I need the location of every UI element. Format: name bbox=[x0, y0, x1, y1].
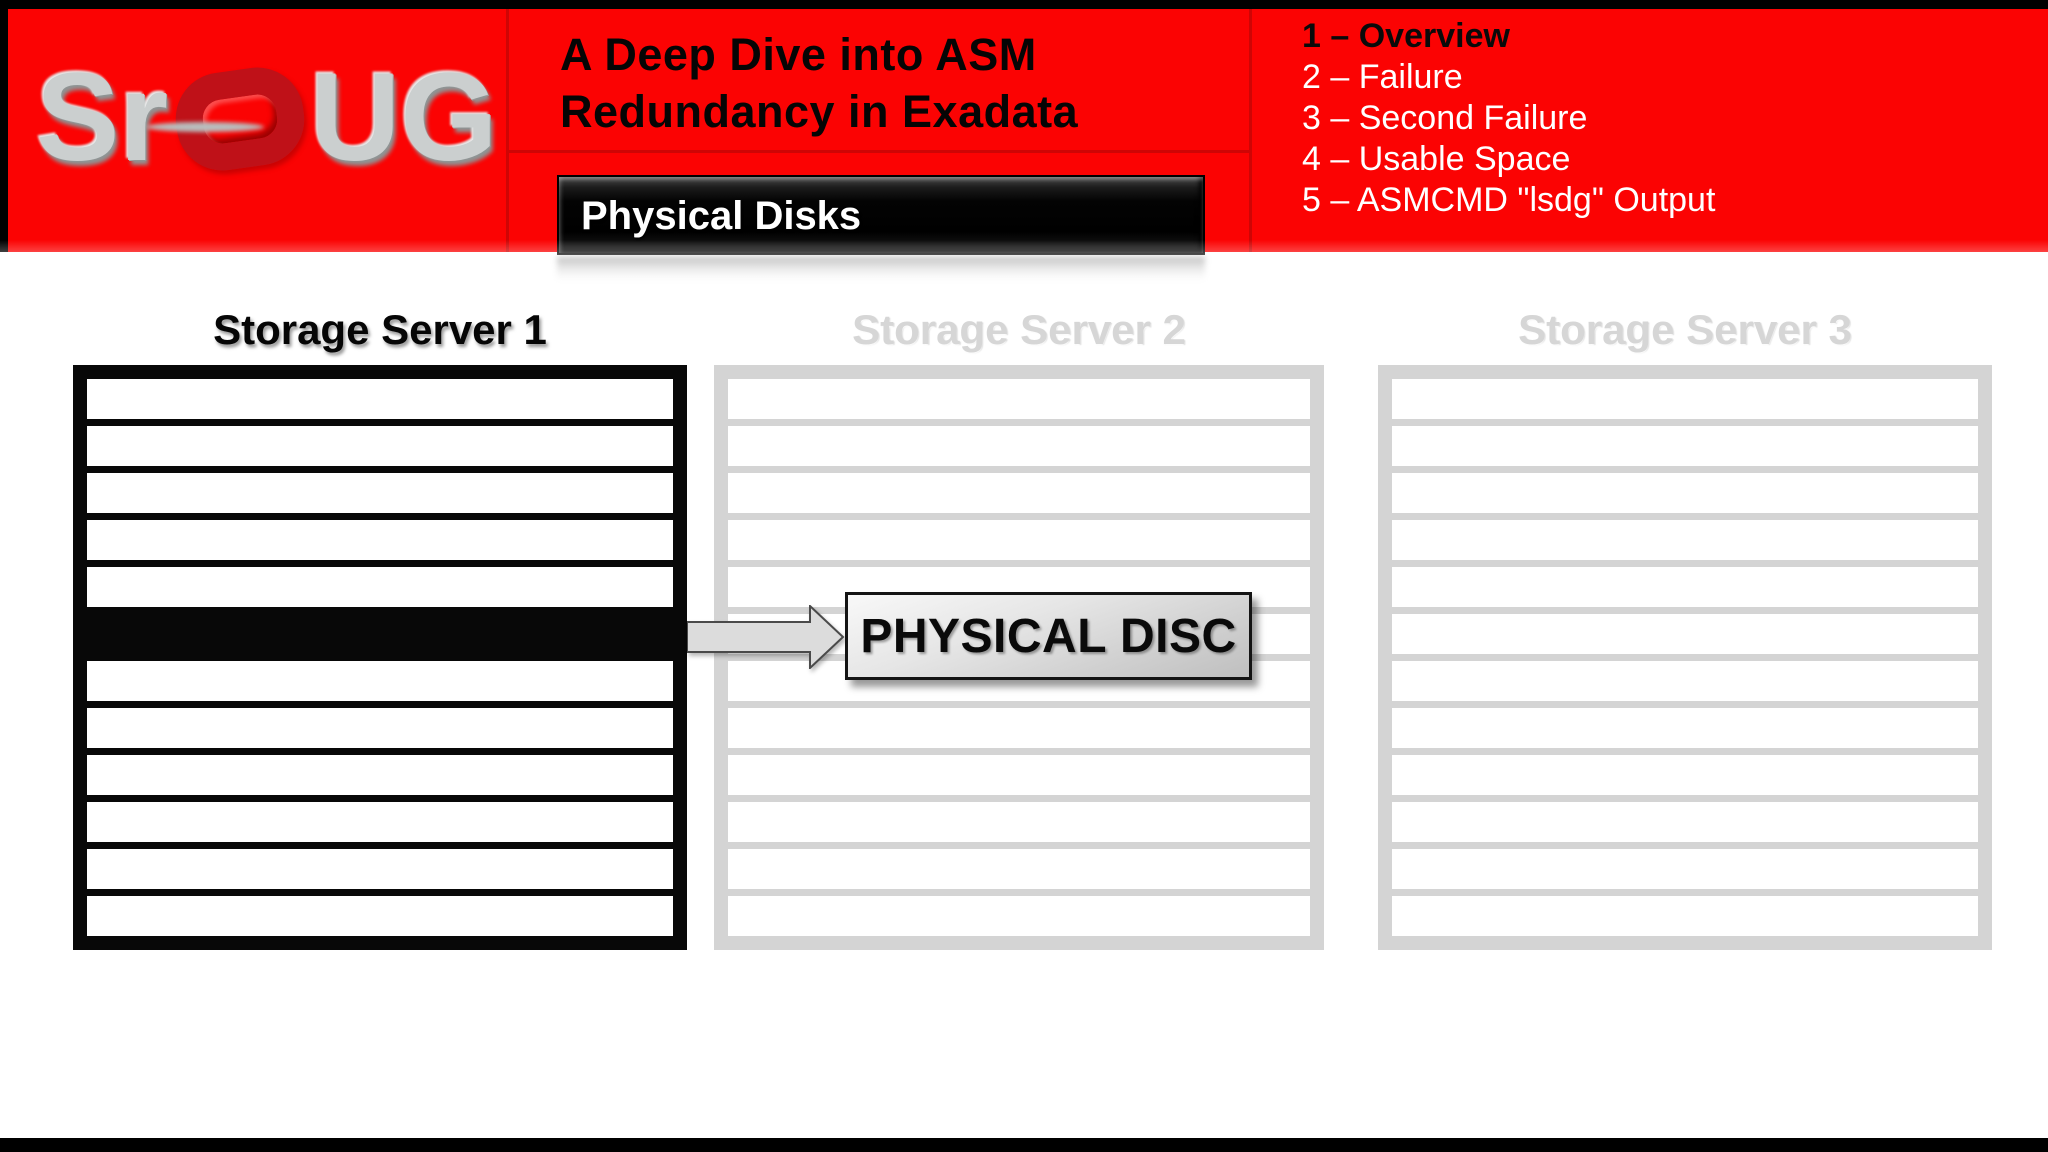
banner-divider-right bbox=[1249, 9, 1252, 252]
server-3-disk-8 bbox=[1392, 708, 1978, 748]
right-arrow-icon bbox=[687, 605, 845, 669]
server-1-disk-12 bbox=[87, 896, 673, 936]
server-3-disk-3 bbox=[1392, 473, 1978, 513]
agenda-item-1: 1 – Overview bbox=[1302, 17, 1510, 55]
agenda-item-4: 4 – Usable Space bbox=[1302, 140, 1571, 178]
server-3-disk-5 bbox=[1392, 567, 1978, 607]
left-border-strip bbox=[0, 0, 8, 252]
oracle-ring-icon bbox=[169, 61, 311, 177]
server-2-disk-1 bbox=[728, 379, 1310, 419]
ring-shadow bbox=[146, 122, 264, 132]
agenda-item-5: 5 – ASMCMD "lsdg" Output bbox=[1302, 181, 1716, 219]
server-1-disk-9 bbox=[87, 755, 673, 795]
server-1-disk-6-highlighted bbox=[87, 614, 673, 654]
bottom-border-bar bbox=[0, 1138, 2048, 1152]
presentation-title: A Deep Dive into ASM Redundancy in Exada… bbox=[560, 26, 1240, 140]
server-1-heading: Storage Server 1 bbox=[213, 306, 547, 353]
banner-divider-horizontal bbox=[506, 150, 1252, 153]
server-3-disk-4 bbox=[1392, 520, 1978, 560]
server-3-disk-11 bbox=[1392, 849, 1978, 889]
logo-letters-sr: Sr bbox=[36, 47, 169, 187]
server-2-disk-10 bbox=[728, 802, 1310, 842]
agenda-item-2: 2 – Failure bbox=[1302, 58, 1463, 96]
agenda-item-3: 3 – Second Failure bbox=[1302, 99, 1588, 137]
server-3-box bbox=[1378, 365, 1992, 950]
server-1-box bbox=[73, 365, 687, 950]
server-1-disk-11 bbox=[87, 849, 673, 889]
server-2-disk-9 bbox=[728, 755, 1310, 795]
physical-disc-callout: PHYSICAL DISC bbox=[845, 592, 1252, 680]
server-3-disk-6 bbox=[1392, 614, 1978, 654]
server-2-disk-3 bbox=[728, 473, 1310, 513]
server-1-disk-7 bbox=[87, 661, 673, 701]
server-2-disk-2 bbox=[728, 426, 1310, 466]
server-2-disk-11 bbox=[728, 849, 1310, 889]
server-2-disk-12 bbox=[728, 896, 1310, 936]
title-line-1: A Deep Dive into ASM bbox=[560, 29, 1037, 80]
server-3-disk-2 bbox=[1392, 426, 1978, 466]
section-button-label: Physical Disks bbox=[581, 194, 862, 238]
server-1-disk-10 bbox=[87, 802, 673, 842]
server-3-heading: Storage Server 3 bbox=[1518, 306, 1852, 353]
server-1-disk-5 bbox=[87, 567, 673, 607]
physical-disc-label: PHYSICAL DISC bbox=[860, 609, 1237, 663]
server-2-heading: Storage Server 2 bbox=[852, 306, 1186, 353]
server-3-disk-1 bbox=[1392, 379, 1978, 419]
title-line-2: Redundancy in Exadata bbox=[560, 86, 1079, 137]
sroug-logo: Sr UG bbox=[36, 52, 498, 182]
server-2-disk-4 bbox=[728, 520, 1310, 560]
server-3-disk-12 bbox=[1392, 896, 1978, 936]
server-3-disk-9 bbox=[1392, 755, 1978, 795]
server-1-disk-8 bbox=[87, 708, 673, 748]
banner-divider-left bbox=[506, 9, 509, 252]
top-border-strip bbox=[0, 0, 2048, 9]
server-3-disk-7 bbox=[1392, 661, 1978, 701]
logo-letters-ug: UG bbox=[310, 47, 498, 187]
server-2-disk-8 bbox=[728, 708, 1310, 748]
server-1-disk-3 bbox=[87, 473, 673, 513]
banner-fade-gradient bbox=[0, 240, 2048, 306]
server-1-disk-4 bbox=[87, 520, 673, 560]
server-3-disk-10 bbox=[1392, 802, 1978, 842]
server-1-disk-2 bbox=[87, 426, 673, 466]
server-1-disk-1 bbox=[87, 379, 673, 419]
